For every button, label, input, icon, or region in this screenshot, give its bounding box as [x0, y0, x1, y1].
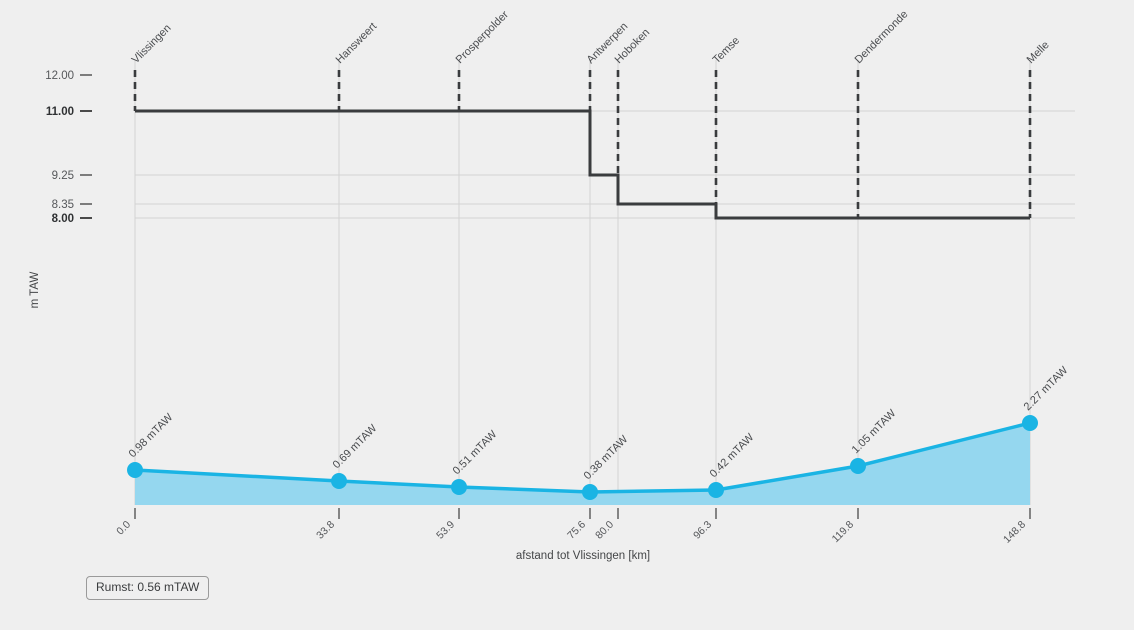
y-tick-marks — [80, 74, 92, 219]
y-tick-label-835: 8.35 — [52, 199, 74, 211]
data-point-marker — [708, 482, 724, 498]
y-axis-title: m TAW — [29, 271, 41, 308]
water-area-fill — [135, 423, 1030, 505]
y-tick-label-12: 12.00 — [45, 70, 74, 82]
data-point-marker — [1022, 415, 1038, 431]
water-data-points — [127, 415, 1038, 500]
dike-step-line — [135, 109, 1030, 220]
data-point-marker — [127, 462, 143, 478]
y-tick-label-11: 11.00 — [46, 106, 74, 118]
x-tick-marks — [134, 508, 1031, 519]
y-tick-label-925: 9.25 — [52, 170, 74, 182]
tooltip-readout: Rumst: 0.56 mTAW — [86, 576, 210, 601]
data-point-marker — [451, 479, 467, 495]
x-axis-title: afstand tot Vlissingen [km] — [516, 550, 650, 562]
y-tick-label-8: 8.00 — [52, 213, 74, 225]
data-point-marker — [850, 458, 866, 474]
data-point-marker — [582, 484, 598, 500]
data-point-marker — [331, 473, 347, 489]
